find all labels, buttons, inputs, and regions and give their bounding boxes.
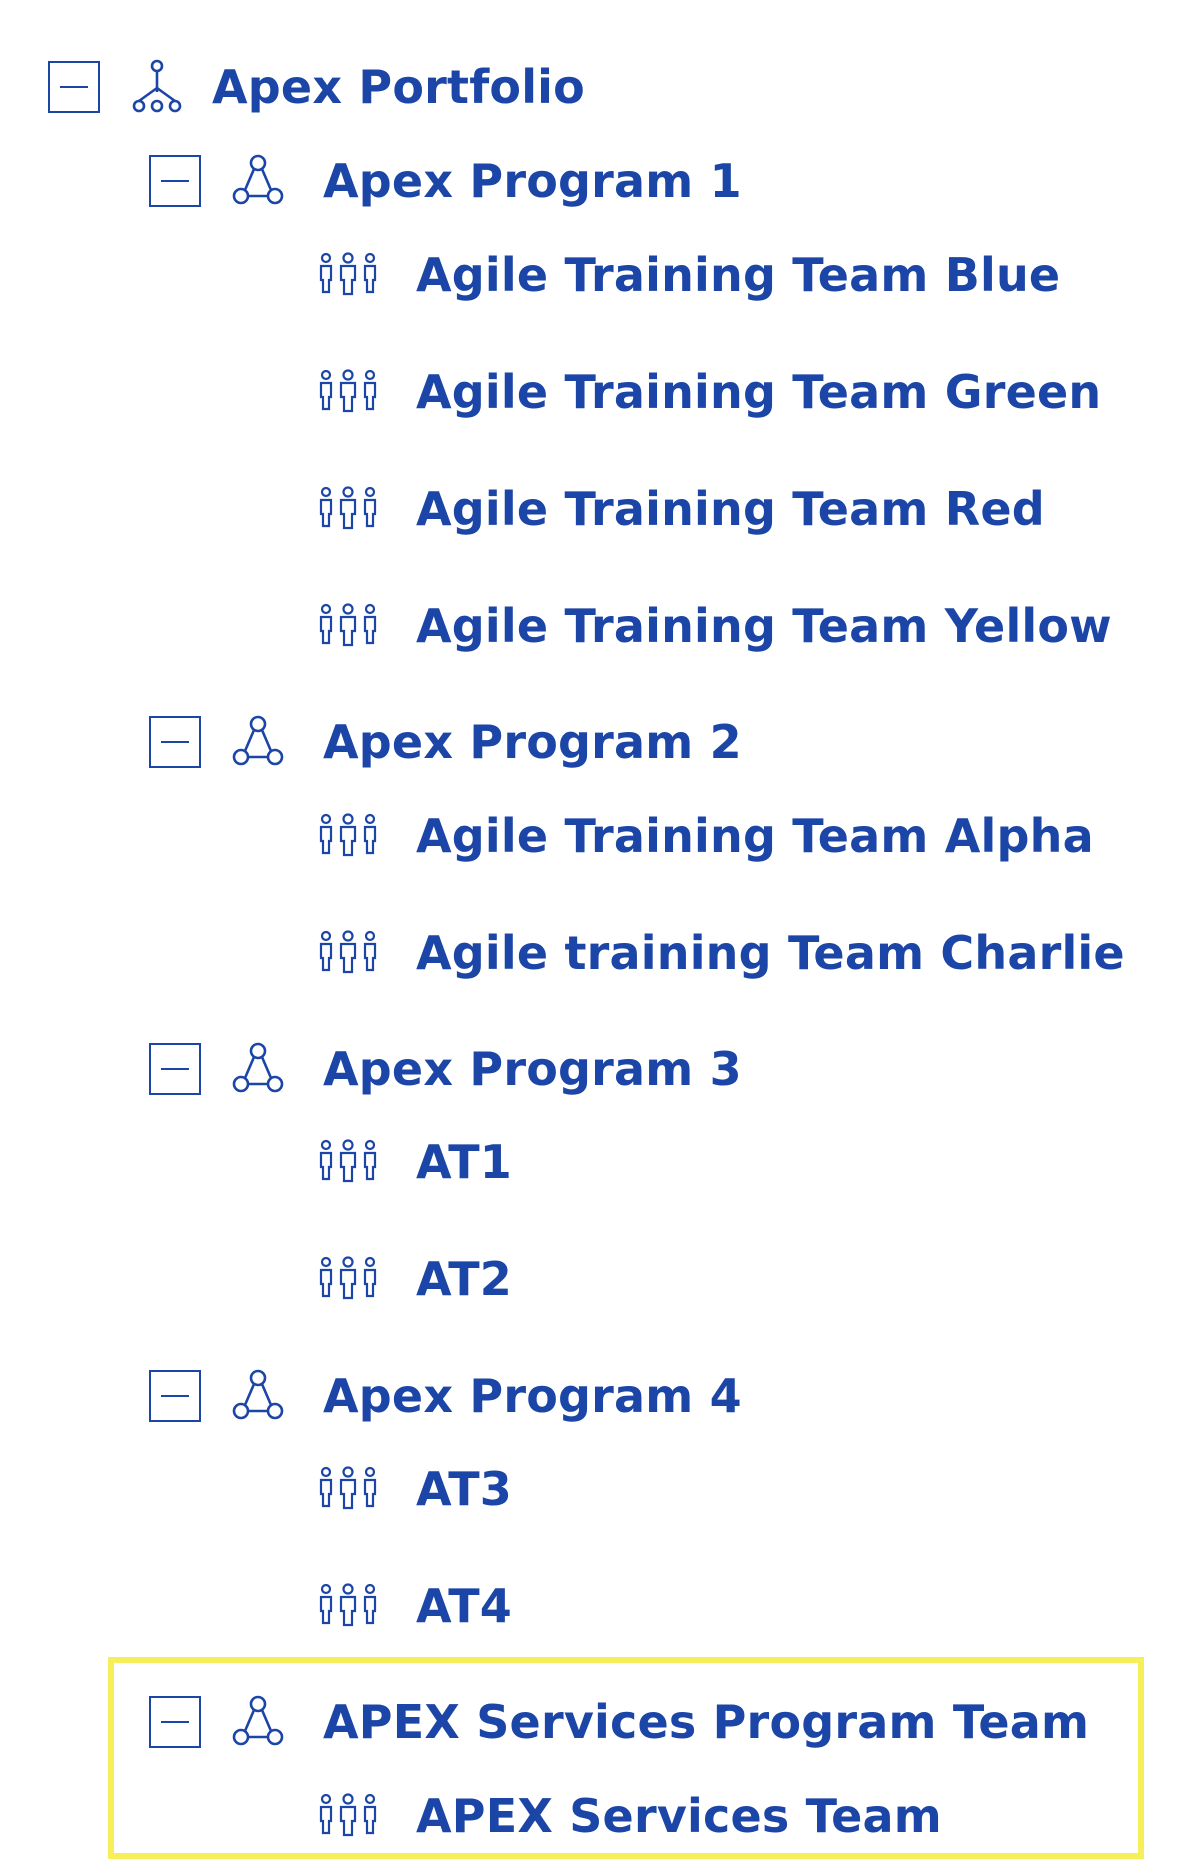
collapse-toggle-program-4[interactable]	[149, 1370, 201, 1422]
tree-node-team[interactable]: Agile Training Team Alpha	[318, 804, 1094, 868]
team-people-icon	[318, 1256, 378, 1302]
team-people-icon	[318, 1139, 378, 1185]
tree-node-portfolio[interactable]: Apex Portfolio	[48, 55, 585, 119]
highlight-box	[108, 1657, 1144, 1859]
team-people-icon	[318, 252, 378, 298]
tree-node-team[interactable]: Agile Training Team Red	[318, 477, 1045, 541]
team-label[interactable]: AT2	[416, 1252, 513, 1306]
tree-node-program-1[interactable]: Apex Program 1	[149, 149, 742, 213]
team-people-icon	[318, 369, 378, 415]
tree-node-team[interactable]: Agile Training Team Yellow	[318, 594, 1112, 658]
team-people-icon	[318, 1583, 378, 1629]
program-network-icon	[229, 713, 287, 771]
tree-node-team[interactable]: Agile training Team Charlie	[318, 921, 1125, 985]
team-label[interactable]: Agile Training Team Green	[416, 365, 1102, 419]
team-people-icon	[318, 930, 378, 976]
team-people-icon	[318, 486, 378, 532]
collapse-toggle-program-1[interactable]	[149, 155, 201, 207]
team-people-icon	[318, 603, 378, 649]
tree-node-program-services[interactable]: APEX Services Program Team	[149, 1690, 1089, 1754]
program-network-icon	[229, 1040, 287, 1098]
tree-node-team[interactable]: Agile Training Team Blue	[318, 243, 1060, 307]
team-label[interactable]: Agile Training Team Blue	[416, 248, 1061, 302]
team-label[interactable]: Agile training Team Charlie	[416, 926, 1125, 980]
collapse-toggle-program-2[interactable]	[149, 716, 201, 768]
program-label[interactable]: Apex Program 2	[323, 715, 742, 769]
program-label[interactable]: Apex Program 4	[323, 1369, 742, 1423]
collapse-toggle-program-services[interactable]	[149, 1696, 201, 1748]
tree-node-program-2[interactable]: Apex Program 2	[149, 710, 742, 774]
team-people-icon	[318, 1466, 378, 1512]
tree-node-team[interactable]: Agile Training Team Green	[318, 360, 1101, 424]
program-label[interactable]: Apex Program 1	[323, 154, 742, 208]
team-people-icon	[318, 813, 378, 859]
team-label[interactable]: AT1	[416, 1135, 513, 1189]
portfolio-label[interactable]: Apex Portfolio	[212, 60, 585, 114]
tree-node-program-3[interactable]: Apex Program 3	[149, 1037, 742, 1101]
team-label[interactable]: Agile Training Team Red	[416, 482, 1045, 536]
tree-node-team[interactable]: AT2	[318, 1247, 512, 1311]
team-label[interactable]: AT3	[416, 1462, 513, 1516]
program-label[interactable]: APEX Services Program Team	[323, 1695, 1090, 1749]
collapse-toggle-program-3[interactable]	[149, 1043, 201, 1095]
collapse-toggle-portfolio[interactable]	[48, 61, 100, 113]
tree-node-team[interactable]: AT1	[318, 1130, 512, 1194]
portfolio-hierarchy-icon	[128, 58, 186, 116]
tree-node-team[interactable]: APEX Services Team	[318, 1784, 942, 1848]
program-label[interactable]: Apex Program 3	[323, 1042, 742, 1096]
program-network-icon	[229, 1693, 287, 1751]
program-network-icon	[229, 1367, 287, 1425]
team-label[interactable]: AT4	[416, 1579, 513, 1633]
tree-node-team[interactable]: AT4	[318, 1574, 512, 1638]
program-network-icon	[229, 152, 287, 210]
team-label[interactable]: Agile Training Team Yellow	[416, 599, 1112, 653]
tree-node-team[interactable]: AT3	[318, 1457, 512, 1521]
tree-node-program-4[interactable]: Apex Program 4	[149, 1364, 742, 1428]
team-people-icon	[318, 1793, 378, 1839]
team-label[interactable]: Agile Training Team Alpha	[416, 809, 1094, 863]
team-label[interactable]: APEX Services Team	[416, 1789, 942, 1843]
